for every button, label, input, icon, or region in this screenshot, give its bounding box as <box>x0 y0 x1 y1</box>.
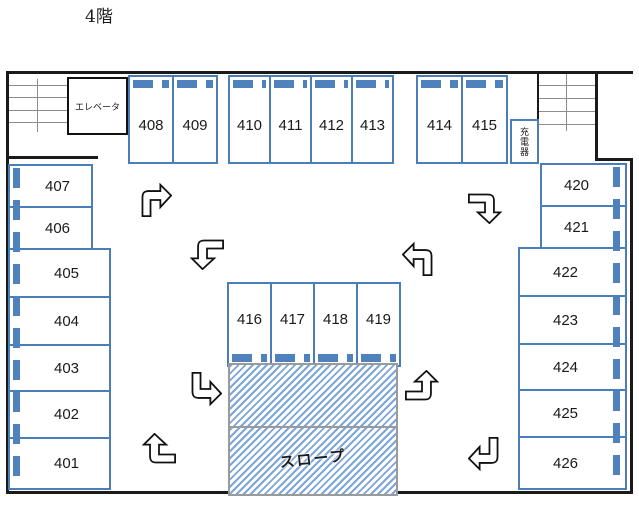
parking-space-426: 426 <box>518 436 627 490</box>
space-number: 426 <box>552 454 579 472</box>
space-number: 424 <box>552 358 579 376</box>
turn-left-then-down-arrow-icon <box>190 236 224 270</box>
parking-group-408-409: 408 409 <box>128 75 218 164</box>
wheel-stop-icon <box>274 80 307 88</box>
space-number: 403 <box>53 359 80 377</box>
space-number: 417 <box>279 310 306 328</box>
space-number: 409 <box>182 116 208 134</box>
parking-space-411: 411 <box>269 77 310 162</box>
slope-ramp: スロープ <box>228 363 398 496</box>
wheel-stop-icon <box>315 80 348 88</box>
slope-label: スロープ <box>278 447 348 472</box>
space-number: 422 <box>552 263 579 281</box>
wheel-stop-icon <box>233 80 266 88</box>
space-number: 413 <box>359 116 386 134</box>
space-number: 410 <box>236 116 263 134</box>
space-number: 405 <box>53 264 80 282</box>
parking-space-407: 407 <box>8 164 93 208</box>
ev-charger-box: 充電器 <box>510 119 539 164</box>
turn-left-then-up-arrow-icon <box>405 370 439 404</box>
parking-space-410: 410 <box>230 77 269 162</box>
parking-space-408: 408 <box>130 77 172 162</box>
wall-right-step <box>595 158 633 161</box>
parking-space-406: 406 <box>8 206 93 250</box>
wheel-stop-column-right-icon <box>613 167 620 486</box>
space-number: 414 <box>426 116 453 134</box>
turn-down-then-right-arrow-icon <box>188 372 222 406</box>
wheel-stop-icon <box>133 80 169 88</box>
parking-space-415: 415 <box>461 77 506 162</box>
space-number: 406 <box>44 219 71 237</box>
space-number: 423 <box>552 311 579 329</box>
parking-space-419: 419 <box>356 284 399 365</box>
parking-space-401: 401 <box>8 437 111 490</box>
slope-divider <box>230 426 396 428</box>
space-number: 415 <box>471 116 498 134</box>
wheel-stop-icon <box>177 80 213 88</box>
space-number: 408 <box>138 116 164 134</box>
space-number: 402 <box>53 406 80 423</box>
parking-group-410-413: 410 411 412 413 <box>228 75 394 164</box>
wheel-stop-icon <box>275 354 310 362</box>
parking-space-418: 418 <box>313 284 356 365</box>
turn-up-then-right-arrow-icon <box>138 183 172 217</box>
wall-entrance <box>8 156 98 159</box>
turn-up-then-left-arrow-icon <box>402 242 436 276</box>
parking-group-414-415: 414 415 <box>416 75 508 164</box>
turn-down-then-left-arrow-icon <box>468 437 502 471</box>
space-number: 418 <box>322 310 349 328</box>
parking-group-416-419: 416 417 418 419 <box>227 282 401 367</box>
parking-space-420: 420 <box>540 163 627 207</box>
space-number: 412 <box>318 116 345 134</box>
wheel-stop-column-left-icon <box>13 168 20 486</box>
ev-charger-label: 充電器 <box>519 126 529 157</box>
parking-space-422: 422 <box>518 247 627 297</box>
space-number: 407 <box>44 177 71 195</box>
parking-space-423: 423 <box>518 295 627 345</box>
wall-left <box>6 71 9 494</box>
space-number: 401 <box>53 455 80 472</box>
space-number: 416 <box>236 310 263 328</box>
parking-space-414: 414 <box>418 77 461 162</box>
wheel-stop-icon <box>318 354 353 362</box>
staircase-top-right-icon <box>539 74 595 136</box>
wall-top <box>6 71 633 74</box>
parking-space-409: 409 <box>172 77 216 162</box>
parking-space-416: 416 <box>229 284 270 365</box>
wheel-stop-icon <box>421 80 458 88</box>
floor-title: 4階 <box>85 7 113 27</box>
parking-space-405: 405 <box>8 248 111 298</box>
parking-space-425: 425 <box>518 389 627 438</box>
parking-space-403: 403 <box>8 344 111 392</box>
wall-right-upper <box>595 71 598 161</box>
wall-bottom-left <box>6 491 228 494</box>
parking-space-402: 402 <box>8 390 111 439</box>
staircase-top-left-icon <box>9 74 67 135</box>
wall-right-lower <box>630 158 633 494</box>
parking-space-424: 424 <box>518 343 627 391</box>
turn-right-then-down-arrow-icon <box>468 190 502 224</box>
parking-space-413: 413 <box>351 77 392 162</box>
space-number: 411 <box>278 116 303 134</box>
parking-space-417: 417 <box>270 284 313 365</box>
elevator-label: エレベータ <box>74 101 120 112</box>
space-number: 419 <box>365 310 392 328</box>
space-number: 425 <box>552 405 579 422</box>
elevator-room: エレベータ <box>67 77 128 135</box>
space-number: 421 <box>563 218 590 236</box>
parking-space-412: 412 <box>310 77 351 162</box>
parking-space-421: 421 <box>540 205 627 249</box>
wheel-stop-icon <box>232 354 267 362</box>
space-number: 404 <box>53 312 80 330</box>
space-number: 420 <box>563 176 590 194</box>
wheel-stop-icon <box>361 354 396 362</box>
turn-right-then-up-arrow-icon <box>142 433 176 467</box>
wheel-stop-icon <box>466 80 503 88</box>
staircase-top-right-wall <box>537 74 539 131</box>
wheel-stop-icon <box>356 80 389 88</box>
parking-space-404: 404 <box>8 296 111 346</box>
wall-bottom-right <box>396 491 633 494</box>
